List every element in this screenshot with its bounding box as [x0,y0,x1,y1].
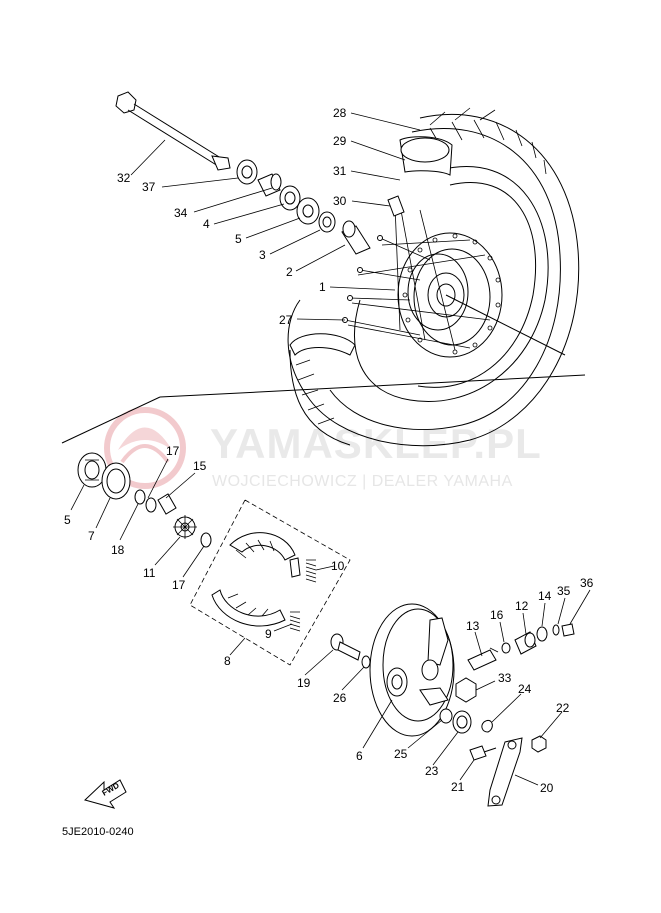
spacer-34 [257,173,282,197]
part-label-5-upper: 5 [235,232,242,246]
o-ring-26 [361,655,371,669]
part-label-2: 2 [286,265,293,279]
part-label-23: 23 [425,764,439,778]
part-label-16: 16 [490,608,504,622]
oil-seal-14 [536,626,548,642]
watermark-title: YAMASKLEP.PL [210,420,542,467]
part-label-29: 29 [333,134,347,148]
part-label-1: 1 [319,280,326,294]
part-label-8: 8 [224,654,231,668]
tension-bar-20 [487,737,523,807]
part-label-20: 20 [540,781,554,795]
fwd-arrow-icon: FWD [84,779,127,809]
part-label-37: 37 [142,180,156,194]
watermark: YAMASKLEP.PL WOJCIECHOWICZ | DEALER YAMA… [104,407,542,490]
meter-gear-13 [467,647,499,671]
part-label-6: 6 [356,749,363,763]
part-label-32: 32 [117,171,131,185]
part-label-31: 31 [333,164,347,178]
bolt-21 [469,745,487,761]
part-label-25: 25 [394,747,408,761]
wheel-tire [287,107,580,447]
circlip-18 [134,489,146,505]
part-label-26: 26 [333,691,347,705]
washer-16 [501,642,511,654]
part-label-17-lower: 17 [172,578,186,592]
part-label-30: 30 [333,194,347,208]
part-label-17-upper: 17 [166,444,180,458]
part-label-36: 36 [580,576,594,590]
part-label-9: 9 [265,627,272,641]
leader-lines [70,112,591,786]
spring-9 [289,611,301,632]
retainer-15 [157,493,177,515]
front-axle [115,91,231,171]
part-label-13: 13 [466,619,480,633]
gear-11 [173,515,197,539]
oil-seal-7 [101,462,131,500]
washer-17-lower [200,532,212,548]
part-label-27: 27 [279,313,293,327]
part-36 [561,623,575,637]
part-labels: 28 29 31 30 32 37 34 4 5 3 2 1 27 5 7 18… [64,106,594,795]
part-25 [439,708,453,724]
part-label-12: 12 [515,599,529,613]
part-label-21: 21 [451,780,465,794]
washer-17-upper [145,497,157,513]
left-plane-edge [61,396,161,444]
part-label-5-lower: 5 [64,513,71,527]
part-label-10: 10 [331,559,345,573]
part-label-15: 15 [193,459,207,473]
part-label-11: 11 [143,566,156,580]
diagram-code: 5JE2010-0240 [62,826,134,838]
part-label-4: 4 [203,217,210,231]
watermark-logo [104,407,186,489]
part-label-28: 28 [333,106,347,120]
nut-22 [531,735,547,753]
top-plane-edge [159,392,241,398]
meter-clutch-12 [514,631,537,655]
circlip-35 [552,624,560,636]
part-label-35: 35 [557,584,571,598]
spacer-2 [341,220,371,255]
part-label-34: 34 [174,206,188,220]
watermark-subtitle: WOJCIECHOWICZ | DEALER YAMAHA [212,473,513,490]
brake-shoe-8 [211,532,301,627]
bearing-5-lower [77,452,107,488]
part-label-24: 24 [518,682,532,696]
part-label-22: 22 [556,701,570,715]
circlip-24 [481,719,493,733]
brake-shoe-kit-box [189,499,351,666]
part-label-14: 14 [538,589,552,603]
part-label-33: 33 [498,671,512,685]
spring-10 [305,559,317,583]
part-label-3: 3 [259,248,266,262]
part-label-7: 7 [88,529,95,543]
brake-shoe-plate-6 [369,603,455,737]
upper-plane-edge [239,374,586,394]
part-label-19: 19 [297,676,311,690]
part-label-18: 18 [111,543,125,557]
nut-33 [455,677,477,703]
